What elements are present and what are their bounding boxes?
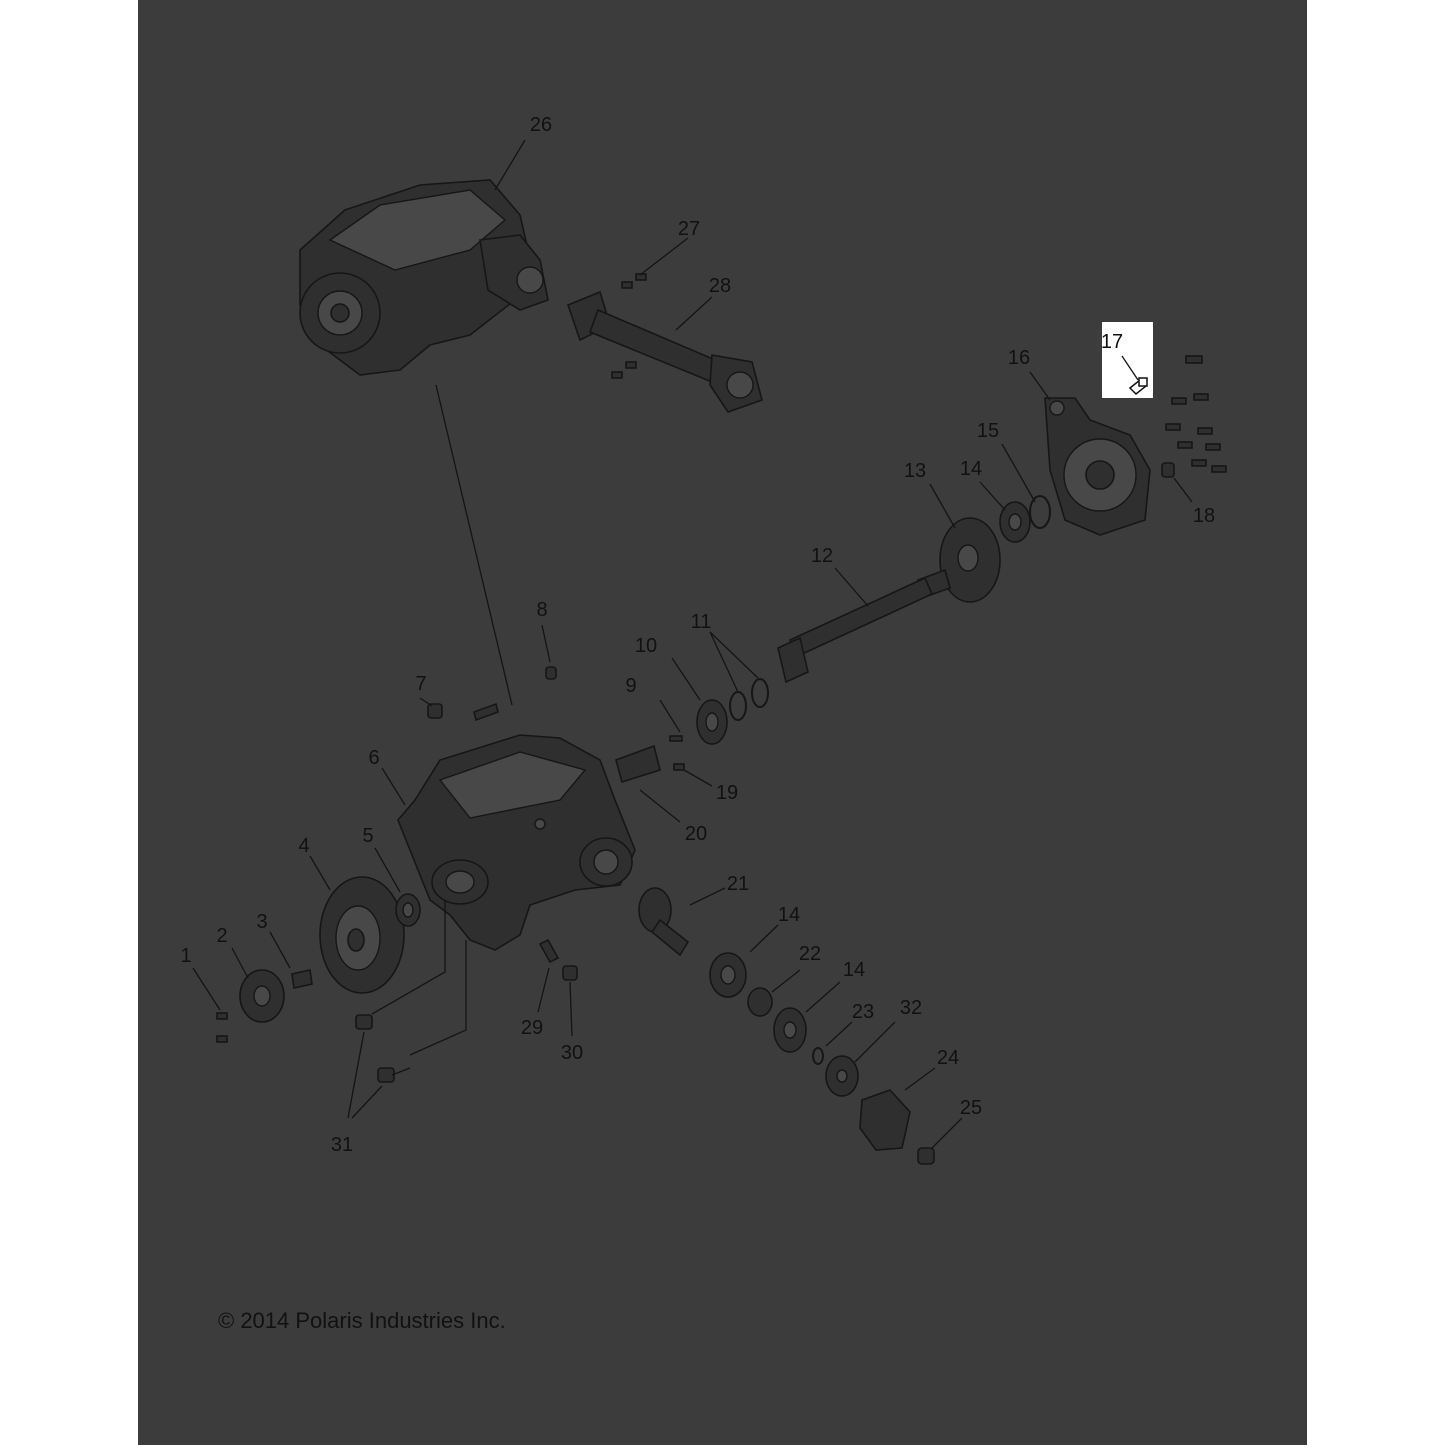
callout-26: 26 [530,114,552,136]
upper-housing-assembly [299,139,549,376]
callout-24: 24 [937,1047,959,1069]
callout-22: 22 [799,943,821,965]
plug-fittings [419,624,557,722]
callout-1: 1 [180,945,191,967]
callout-31: 31 [331,1134,353,1156]
callout-23: 23 [852,1001,874,1023]
callout-14: 14 [843,959,865,981]
callout-6: 6 [368,747,379,769]
callout-7: 7 [415,673,426,695]
fastener-set [347,938,578,1119]
pinion-assembly [638,887,963,1165]
callout-3: 3 [256,911,267,933]
callout-32: 32 [900,997,922,1019]
callout-12: 12 [811,545,833,567]
callout-11: 11 [691,611,712,633]
callout-2: 2 [216,925,227,947]
callout-19: 19 [716,782,738,804]
bolt-set [1165,355,1227,473]
upper-driveshaft [566,237,763,413]
callout-16: 16 [1008,347,1030,369]
callout-17: 17 [1101,331,1123,353]
assembly-guide-line [435,384,513,706]
callout-labels: 1 2 3 4 5 6 7 8 9 10 11 12 13 14 15 16 1… [180,114,1215,1156]
callout-30: 30 [561,1042,583,1064]
callout-18: 18 [1193,505,1215,527]
callout-29: 29 [521,1017,543,1039]
callout-8: 8 [536,599,547,621]
part-17-bolt [1121,355,1148,396]
callout-13: 13 [904,460,926,482]
copyright-notice: © 2014 Polaris Industries Inc. [218,1308,506,1333]
callout-5: 5 [362,825,373,847]
callout-25: 25 [960,1097,982,1119]
callout-9: 9 [625,675,636,697]
callout-14: 14 [960,458,982,480]
callout-14: 14 [778,904,800,926]
callout-20: 20 [685,823,707,845]
shaft-assembly [777,443,1051,684]
callout-10: 10 [635,635,657,657]
lower-housing [381,734,713,951]
callout-4: 4 [298,835,309,857]
callout-27: 27 [678,218,700,240]
callout-28: 28 [709,275,731,297]
side-cover-assembly [1029,355,1227,536]
callout-15: 15 [977,420,999,442]
callout-21: 21 [727,873,749,895]
bearing-set [659,631,769,745]
gear-assembly [192,847,467,1056]
